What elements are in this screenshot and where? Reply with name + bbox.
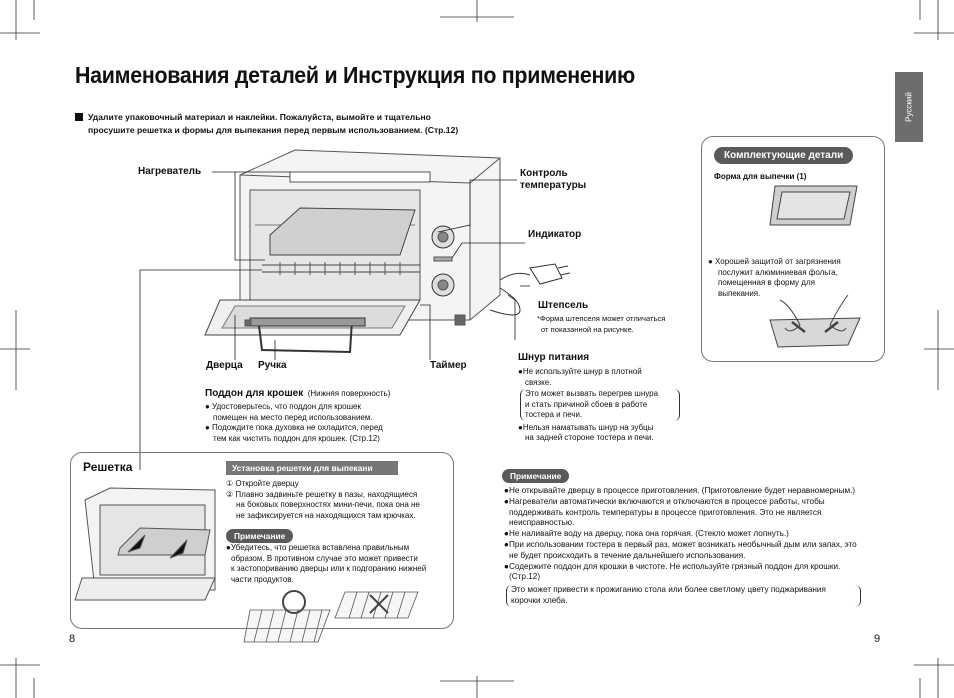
rack-correct-drawing	[243, 590, 331, 643]
note-line-1: ●Не открывайте дверцу в процессе пригото…	[504, 486, 856, 495]
accessories-heading: Комплектующие детали	[714, 147, 854, 164]
note-line-6: ●При использовании тостера в первый раз,…	[504, 539, 857, 549]
intro-line-1: Удалите упаковочный материал и наклейки.…	[88, 112, 431, 122]
rack-step-2-line-3: не зафиксируется на находящихся там крюч…	[236, 510, 416, 520]
crumb-tray-line-3: ● Подождите пока духовка не охладится, п…	[205, 423, 383, 432]
note-warning-line-1: Это может привести к прожиганию стола ил…	[511, 585, 826, 595]
foil-tip-line-4: выпекания.	[718, 288, 761, 298]
rack-note-label: Примечание	[226, 529, 294, 543]
plug-note: *Форма штепселя может отличаться от пока…	[537, 314, 665, 335]
label-door: Дверца	[206, 360, 243, 371]
label-heater: Нагреватель	[138, 166, 202, 177]
rack-note-line-2: образом. В противном случае это может пр…	[231, 553, 418, 563]
power-cord-heading: Шнур питания	[518, 352, 590, 363]
notes-label: Примечание	[502, 469, 570, 483]
page-number-left: 8	[69, 633, 76, 645]
note-warning-paren: Это может привести к прожиганию стола ил…	[506, 585, 861, 607]
note-line-2: ●Нагреватели автоматически включаются и …	[504, 496, 825, 506]
cord-bullet-1-line-1: ●Не используйте шнур в плотной	[518, 367, 642, 376]
foil-tip-line-2: послужит алюминиевая фольга,	[718, 267, 838, 277]
label-temp-control-line-1: Контроль	[520, 168, 568, 179]
rack-step-2-line-1: ② Плавно задвиньте решетку в пазы, наход…	[226, 489, 418, 499]
cord-warning-line-2: и стать причиной сбоев в работе	[525, 399, 648, 409]
rack-install-steps: ① Откройте дверцу ② Плавно задвиньте реш…	[226, 479, 451, 521]
rack-incorrect-drawing	[334, 591, 419, 619]
rack-note: ●Убедитесь, что решетка вставлена правил…	[226, 543, 451, 585]
page-title: Наименования деталей и Инструкция по при…	[75, 62, 636, 88]
rack-note-line-1: ●Убедитесь, что решетка вставлена правил…	[226, 543, 410, 552]
note-line-9: (Стр.12)	[509, 572, 541, 582]
cord-bullet-1-line-2: связке.	[525, 377, 552, 387]
label-temp-control-line-2: температуры	[520, 180, 587, 191]
cord-bullet-2-line-1: ●Нельзя наматывать шнур на зубцы	[518, 422, 654, 432]
cord-warning-line-1: Это может вызвать перегрев шнура	[525, 389, 659, 398]
toaster-oven-drawing	[204, 149, 571, 354]
crumb-tray-line-2: помещен на место перед использованием.	[213, 412, 373, 422]
rack-oven-drawing	[74, 487, 216, 601]
label-handle: Ручка	[258, 360, 287, 371]
plug-note-line-1: *Форма штепселя может отличаться	[537, 314, 666, 323]
note-line-5: ●Не наливайте воду на дверцу, пока она г…	[504, 529, 789, 539]
accessories-box: Комплектующие детали Форма для выпечки (…	[701, 136, 885, 362]
note-line-3: поддерживать контроль температуры в проц…	[509, 507, 822, 517]
label-indicator: Индикатор	[528, 229, 582, 240]
page-number-right: 9	[874, 633, 881, 645]
label-temp-control: Контроль температуры	[520, 168, 586, 192]
cord-bullet-2-line-2: на задней стороне тостера и печи.	[525, 433, 654, 442]
foil-tip: ● Хорошей защитой от загрязнения послужи…	[708, 257, 880, 299]
crumb-tray-line-4: тем как чистить поддон для крошек. (Стр.…	[213, 433, 380, 443]
rack-install-heading: Установка решетки для выпекани	[226, 461, 398, 475]
intro-line-2: просушите решетка и формы для выпекания …	[88, 125, 459, 135]
language-tab: Русский	[895, 72, 923, 142]
crumb-tray-line-1: ● Удостоверьтесь, что поддон для крошек	[205, 402, 361, 411]
baking-tray-drawing	[769, 185, 858, 226]
intro-instructions: Удалите упаковочный материал и наклейки.…	[75, 111, 495, 137]
general-notes: ●Не открывайте дверцу в процессе пригото…	[504, 486, 889, 607]
power-cord-section: Шнур питания ●Не используйте шнур в плот…	[518, 352, 688, 444]
foil-in-tray-drawing	[769, 294, 861, 348]
note-warning-line-2: корочки хлеба.	[511, 595, 568, 605]
bullet-square-icon	[75, 113, 83, 121]
cord-warning-line-3: тостера и печи.	[525, 410, 583, 419]
language-tab-label: Русский	[904, 92, 914, 122]
note-line-8: ●Содержите поддон для крошки в чистоте. …	[504, 561, 841, 571]
baking-form-label: Форма для выпечки (1)	[714, 172, 807, 181]
crumb-tray-heading-sub: (Нижняя поверхность)	[307, 389, 391, 398]
foil-tip-line-3: помещенная в форму для	[718, 278, 815, 287]
rack-step-1: ① Откройте дверцу	[226, 479, 299, 488]
leader-lines	[139, 171, 530, 470]
rack-heading: Решетка	[83, 460, 133, 474]
rack-note-line-4: части продуктов.	[231, 574, 294, 584]
crumb-tray-section: Поддон для крошек (Нижняя поверхность) ●…	[205, 383, 425, 444]
cord-warning-paren: Это может вызвать перегрев шнура и стать…	[520, 389, 680, 421]
rack-note-line-3: к застопориванию дверцы или к подгоранию…	[231, 564, 427, 573]
plug-note-line-2: от показанной на рисунке.	[541, 324, 634, 334]
note-line-4: неисправностью.	[509, 518, 575, 528]
note-line-7: не будет происходить в течение дальнейше…	[509, 550, 746, 560]
crumb-tray-heading: Поддон для крошек	[205, 388, 304, 399]
rack-box: Решетка Установка решетки для выпекани ①…	[70, 452, 454, 629]
label-plug: Штепсель	[538, 300, 589, 311]
rack-step-2-line-2: на боковых поверхностях мини-печи, пока …	[236, 500, 420, 509]
foil-tip-line-1: ● Хорошей защитой от загрязнения	[708, 257, 841, 266]
label-timer: Таймер	[430, 360, 467, 371]
